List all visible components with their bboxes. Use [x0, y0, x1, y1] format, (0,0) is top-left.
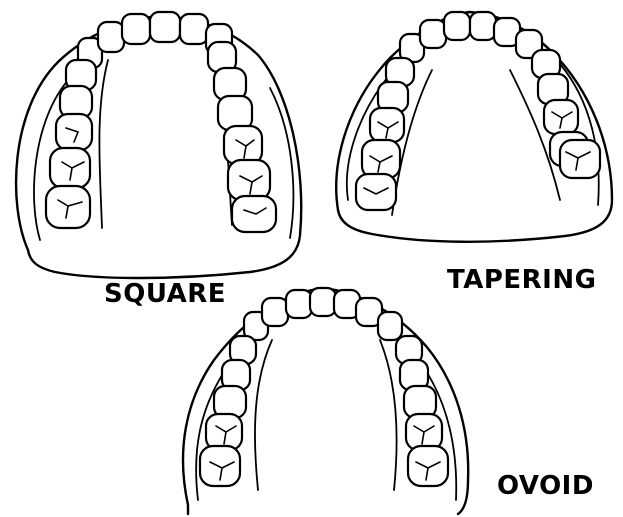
- ovoid-arch: [183, 288, 468, 514]
- ovoid-anterior-teeth: [244, 288, 402, 340]
- square-label: SQUARE: [104, 279, 226, 309]
- tapering-anterior-teeth: [400, 12, 542, 62]
- ovoid-palate-line: [255, 340, 397, 490]
- square-arch: [16, 12, 301, 278]
- tapering-palate-line: [392, 70, 560, 215]
- tapering-arch: [336, 12, 612, 242]
- square-palate-line: [99, 60, 232, 228]
- square-left-posterior-teeth: [46, 60, 96, 228]
- tapering-label: TAPERING: [447, 265, 596, 295]
- ovoid-right-posterior-teeth: [396, 336, 448, 486]
- ovoid-label: OVOID: [497, 471, 594, 501]
- ovoid-left-posterior-teeth: [200, 336, 256, 486]
- square-right-posterior-teeth: [208, 42, 276, 232]
